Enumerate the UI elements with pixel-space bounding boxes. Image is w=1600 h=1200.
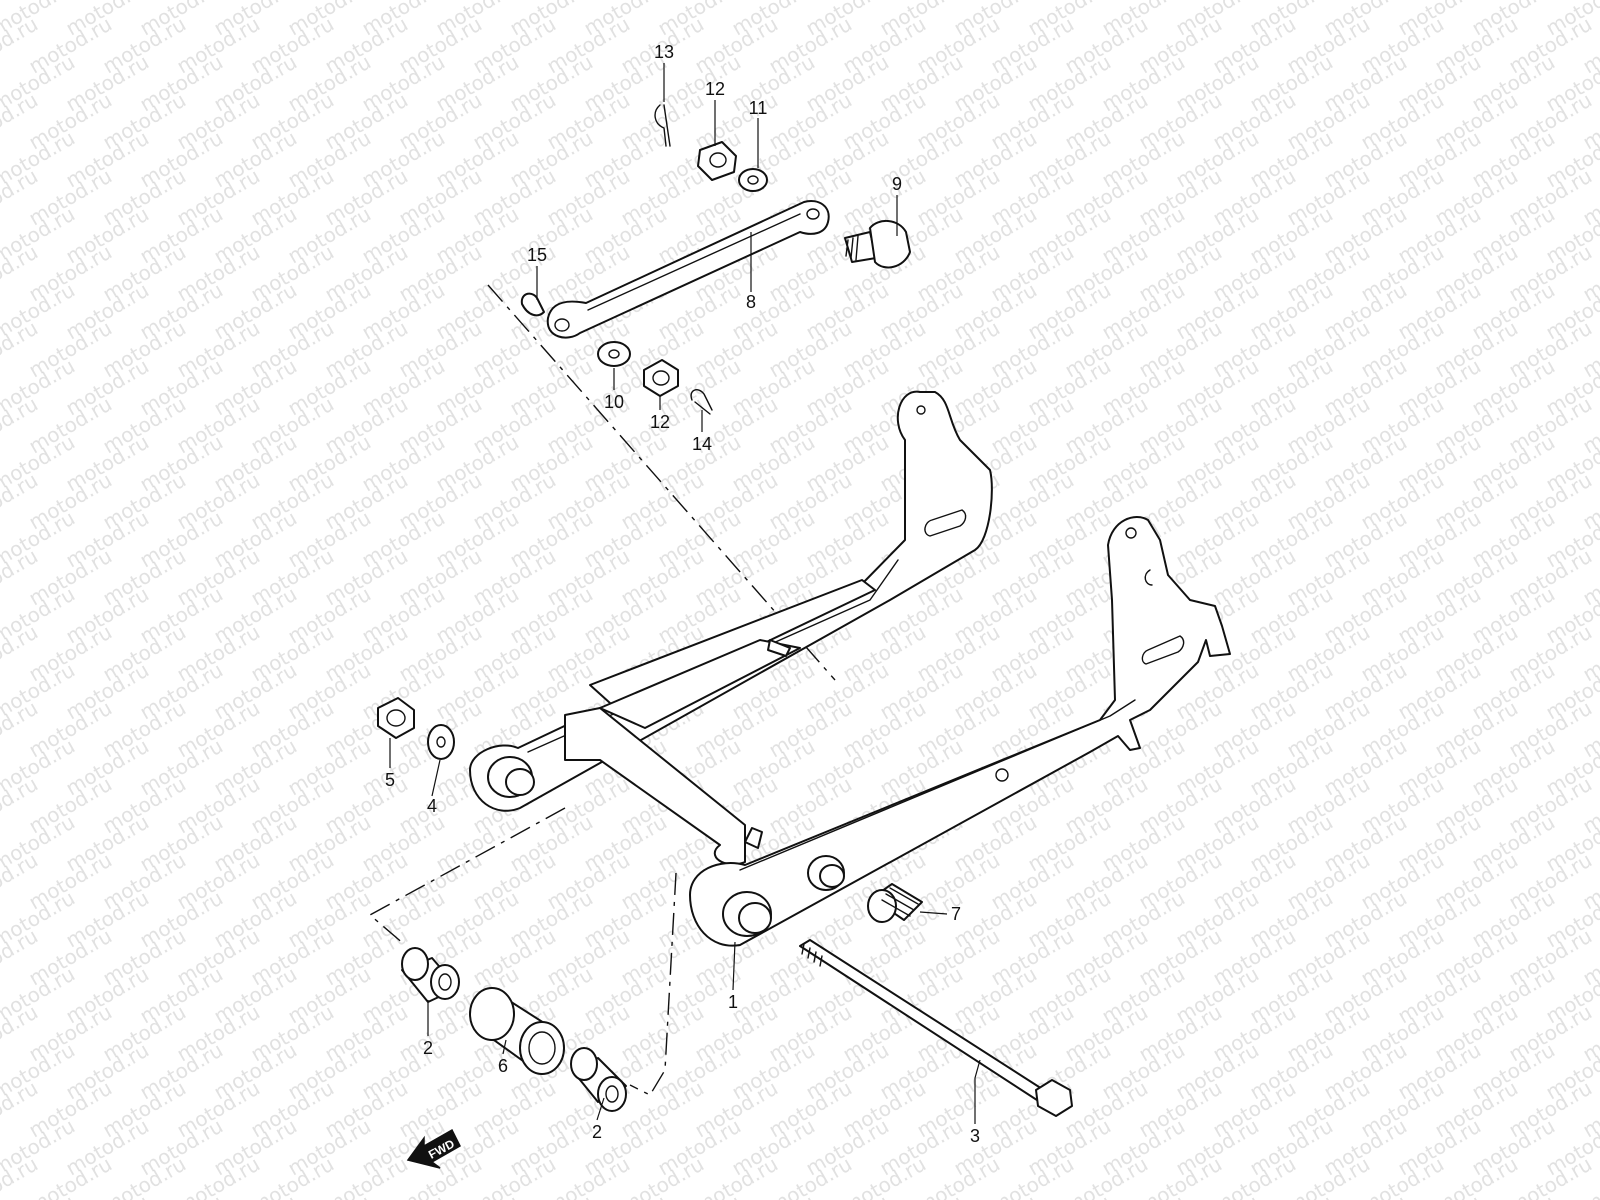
callout-6: 6 xyxy=(498,1056,508,1076)
callout-3: 3 xyxy=(970,1126,980,1146)
callout-9: 9 xyxy=(892,174,902,194)
washer-11 xyxy=(738,168,768,192)
washer-4 xyxy=(427,724,455,760)
callout-5: 5 xyxy=(385,770,395,790)
callout-14: 14 xyxy=(692,434,712,454)
callout-2b: 2 xyxy=(592,1122,602,1142)
callout-10: 10 xyxy=(604,392,624,412)
callout-8: 8 xyxy=(746,292,756,312)
callout-13: 13 xyxy=(654,42,674,62)
callout-12b: 12 xyxy=(650,412,670,432)
washer-10 xyxy=(597,341,631,367)
callout-12a: 12 xyxy=(705,79,725,99)
callout-1: 1 xyxy=(728,992,738,1012)
callout-11: 11 xyxy=(749,98,768,118)
callout-4: 4 xyxy=(427,796,437,816)
callout-7: 7 xyxy=(951,904,961,924)
callout-15: 15 xyxy=(527,245,547,265)
watermark-text: motod.ru xyxy=(1579,0,1600,2)
callout-2a: 2 xyxy=(423,1038,433,1058)
